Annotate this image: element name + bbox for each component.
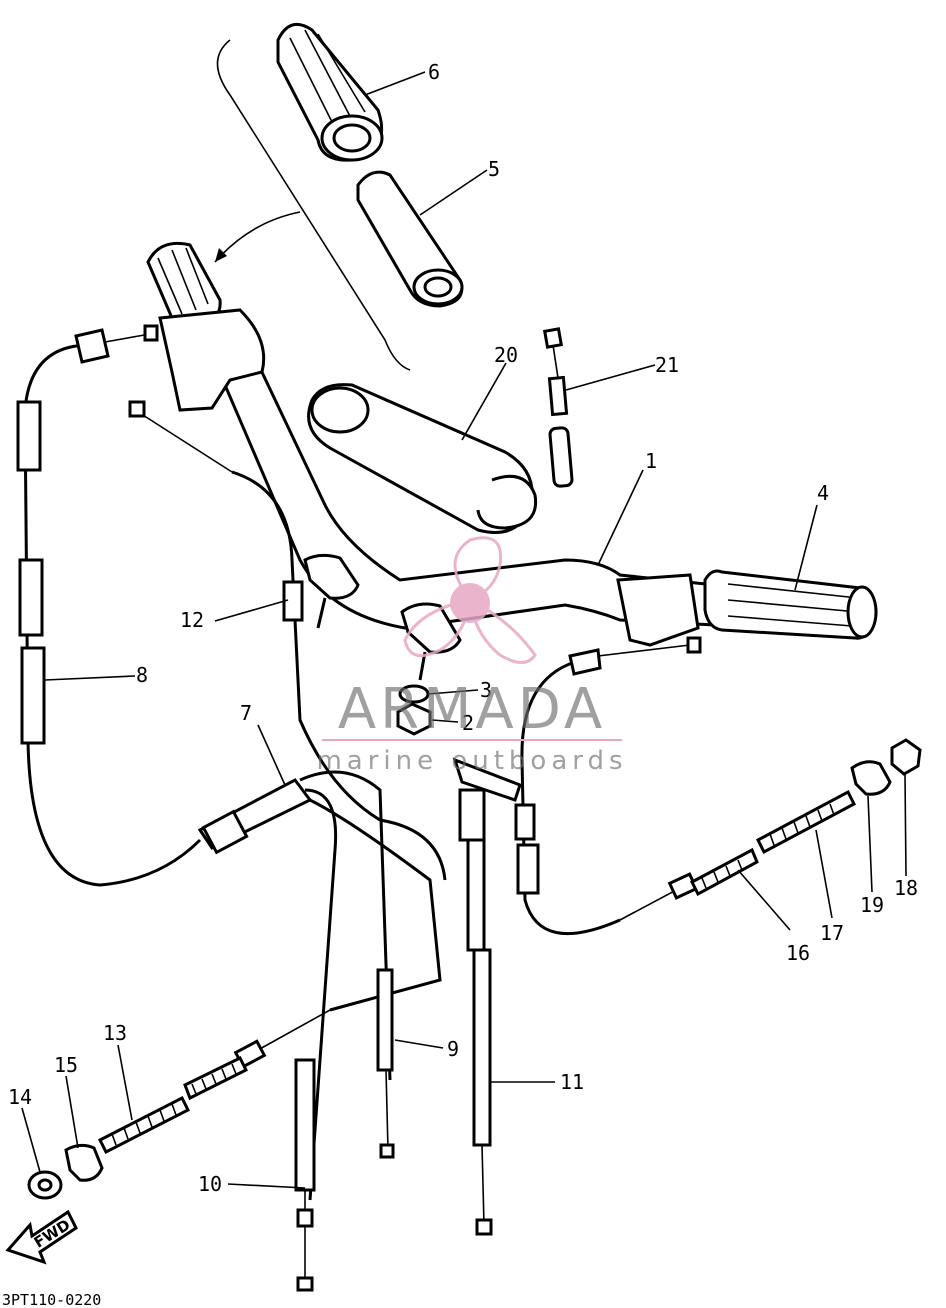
adjuster-right bbox=[619, 789, 856, 921]
adjuster-cap-19 bbox=[850, 760, 892, 796]
callout-15: 15 bbox=[54, 1053, 78, 1077]
junction-7 bbox=[197, 770, 447, 1201]
watermark-brand: ARMADA bbox=[338, 677, 606, 742]
callout-2: 2 bbox=[462, 711, 474, 735]
adjuster-nut-14 bbox=[27, 1170, 63, 1200]
callout-7: 7 bbox=[240, 701, 252, 725]
cover-20 bbox=[307, 383, 538, 534]
callout-17: 17 bbox=[820, 921, 844, 945]
callout-8: 8 bbox=[136, 663, 148, 687]
band-21 bbox=[542, 327, 574, 488]
callout-10: 10 bbox=[198, 1172, 222, 1196]
cable-8 bbox=[16, 324, 202, 887]
callout-5: 5 bbox=[488, 157, 500, 181]
diagram-code: 3PT110-0220 bbox=[2, 1291, 101, 1308]
sleeve-5 bbox=[356, 170, 464, 308]
adjuster-cap-15 bbox=[64, 1143, 104, 1182]
bracket-left bbox=[303, 553, 360, 629]
callout-4: 4 bbox=[817, 481, 829, 505]
callout-18: 18 bbox=[894, 876, 918, 900]
callout-1: 1 bbox=[645, 449, 657, 473]
propeller-hub bbox=[450, 583, 490, 623]
callout-20: 20 bbox=[494, 343, 518, 367]
callout-12: 12 bbox=[180, 608, 204, 632]
callout-9: 9 bbox=[447, 1037, 459, 1061]
callout-16: 16 bbox=[786, 941, 810, 965]
grip-6 bbox=[276, 22, 384, 162]
cable-11 bbox=[452, 757, 522, 1236]
watermark: ARMADA marine outboards bbox=[316, 536, 627, 776]
propeller-blade bbox=[403, 598, 472, 658]
cable-10 bbox=[294, 1058, 316, 1292]
watermark-tagline: marine outboards bbox=[316, 746, 627, 776]
fwd-arrow-icon: FWD bbox=[5, 1209, 78, 1265]
propeller-logo-icon bbox=[403, 536, 537, 664]
callout-3: 3 bbox=[480, 678, 492, 702]
propeller-blade bbox=[453, 536, 503, 602]
propeller-blade bbox=[468, 597, 537, 664]
callout-labels: 6 5 20 21 1 4 12 8 7 3 2 9 11 10 13 15 1… bbox=[8, 60, 918, 1196]
adjuster-nut-18 bbox=[890, 738, 922, 776]
callout-13: 13 bbox=[103, 1021, 127, 1045]
adjuster-left bbox=[97, 1009, 331, 1155]
callout-19: 19 bbox=[860, 893, 884, 917]
nut-2 bbox=[396, 702, 432, 736]
detail-bracket-line bbox=[214, 39, 411, 371]
cable-right bbox=[514, 636, 702, 936]
callout-11: 11 bbox=[560, 1070, 584, 1094]
cable-9 bbox=[376, 968, 395, 1159]
callout-21: 21 bbox=[655, 353, 679, 377]
callout-6: 6 bbox=[428, 60, 440, 84]
leader-lines bbox=[21, 71, 907, 1189]
handlebar-1 bbox=[146, 241, 878, 647]
cable-12 bbox=[128, 400, 381, 822]
callout-14: 14 bbox=[8, 1085, 32, 1109]
